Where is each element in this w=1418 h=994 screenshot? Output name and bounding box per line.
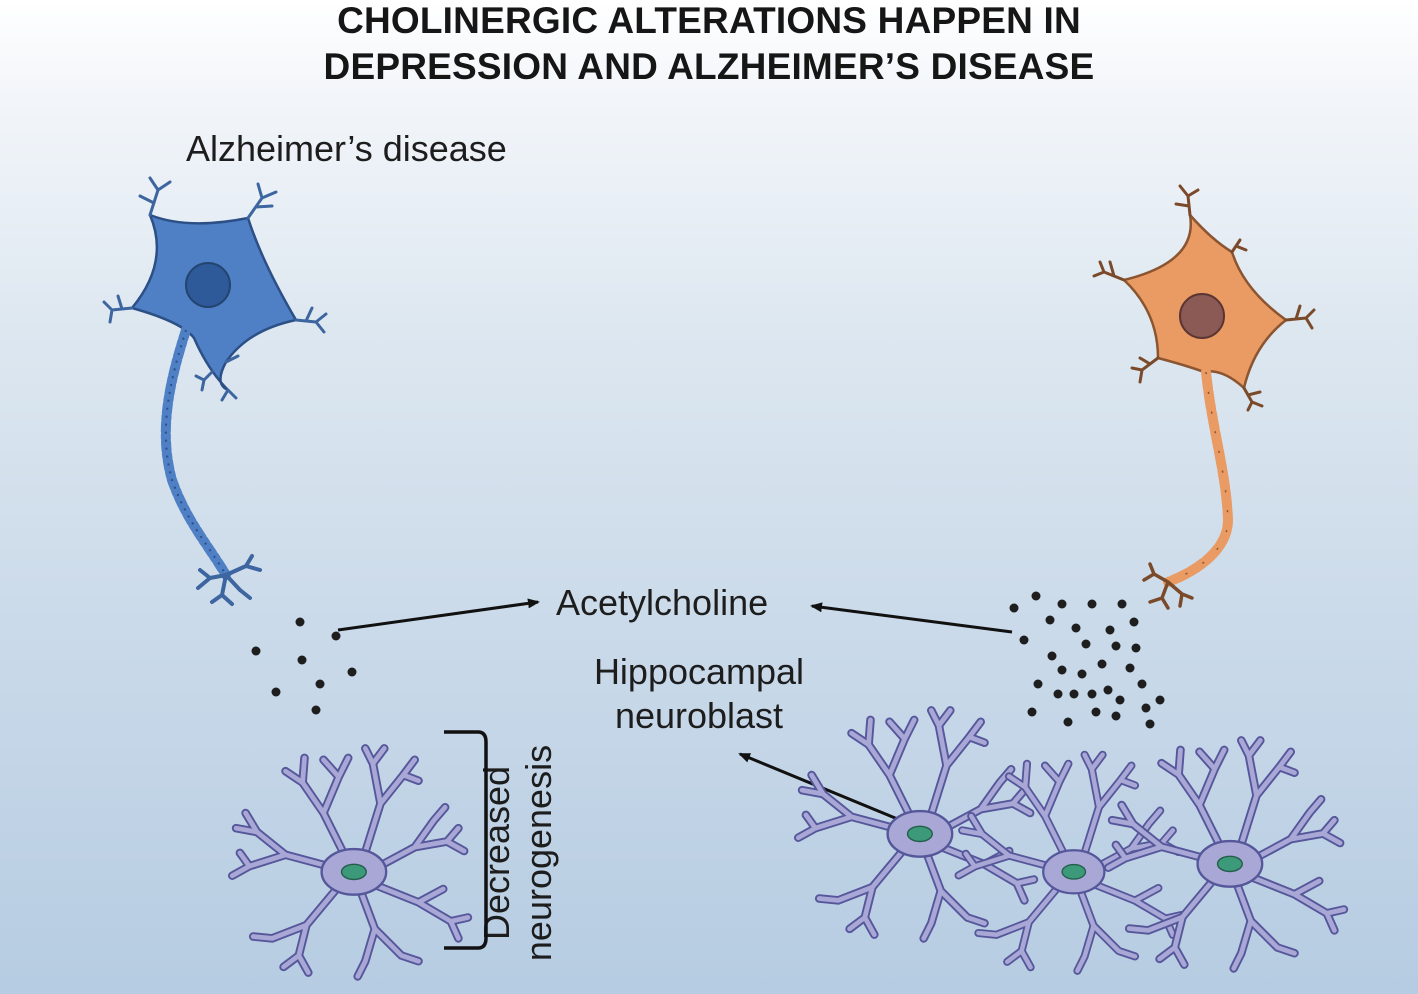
ach-dot: [311, 705, 321, 715]
alzheimers-label: Alzheimer’s disease: [186, 128, 507, 169]
ach-dot: [251, 646, 261, 656]
healthy-axon: [1163, 367, 1234, 587]
ach-dot: [297, 655, 307, 665]
neuroblast-label-line-1: Hippocampal: [593, 651, 805, 692]
title-line-1: CHOLINERGIC ALTERATIONS HAPPEN IN: [337, 0, 1081, 41]
neuroblast-healthy-1: [798, 710, 1034, 938]
neuroblast-label-line-2: neuroblast: [614, 695, 784, 736]
ach-dot: [295, 617, 305, 627]
healthy-nucleus: [1179, 293, 1225, 339]
healthy-dendrite-tips: [1092, 184, 1316, 412]
title-line-2: DEPRESSION AND ALZHEIMER’S DISEASE: [323, 46, 1095, 87]
arrow-healthy-to-acetylcholine: [810, 602, 1013, 634]
healthy-acetylcholine-dots: [1009, 591, 1165, 729]
ach-dot: [347, 667, 357, 677]
neurogenesis-bracket: [444, 730, 488, 950]
neuroblasts: [232, 710, 1344, 976]
alzheimers-neuron: [102, 176, 328, 606]
ad-nucleus: [185, 262, 231, 308]
acetylcholine-label: Acetylcholine: [556, 582, 769, 623]
hippocampal-neuroblast-label: Hippocampal neuroblast: [574, 650, 824, 738]
ad-dendrite-tips: [102, 176, 328, 402]
ad-axon-terminal: [196, 554, 262, 606]
arrow-ad-to-acetylcholine: [337, 598, 540, 632]
ach-dot: [331, 631, 341, 641]
healthy-neuron: [1092, 184, 1316, 610]
neuroblast-healthy-3: [1108, 740, 1344, 968]
healthy-axon-terminal: [1142, 562, 1194, 610]
neuroblast-ad: [232, 748, 468, 976]
ach-dot: [315, 679, 325, 689]
arrows: [337, 598, 1013, 822]
ad-acetylcholine-dots: [251, 617, 357, 715]
ach-dot: [271, 687, 281, 697]
